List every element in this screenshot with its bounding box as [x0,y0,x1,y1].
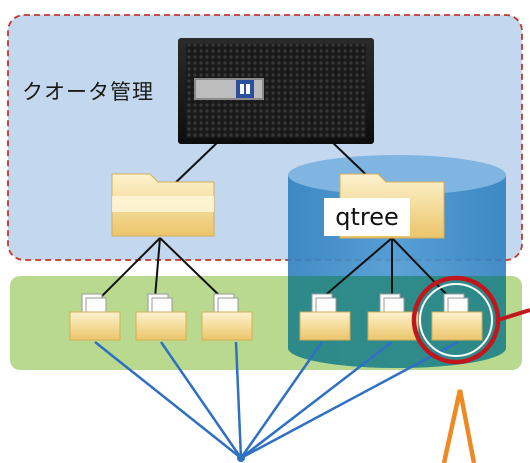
client-point [237,454,245,462]
netapp-storage-array-icon [178,38,374,144]
file-folders [69,293,483,341]
folder-with-files-icon [201,293,253,341]
folder-with-files-icon [431,293,483,341]
quota-management-label: クオータ管理 [22,80,154,104]
folder-with-files-icon [69,293,121,341]
highlight-circle [411,275,530,365]
qtree-label: qtree [324,198,410,236]
client-connectors [94,340,459,460]
pointer-arrow [441,389,477,463]
folder-with-files-icon [135,293,187,341]
folder-icon [111,173,215,237]
folder-with-files-icon [367,293,419,341]
folder-with-files-icon [299,293,351,341]
